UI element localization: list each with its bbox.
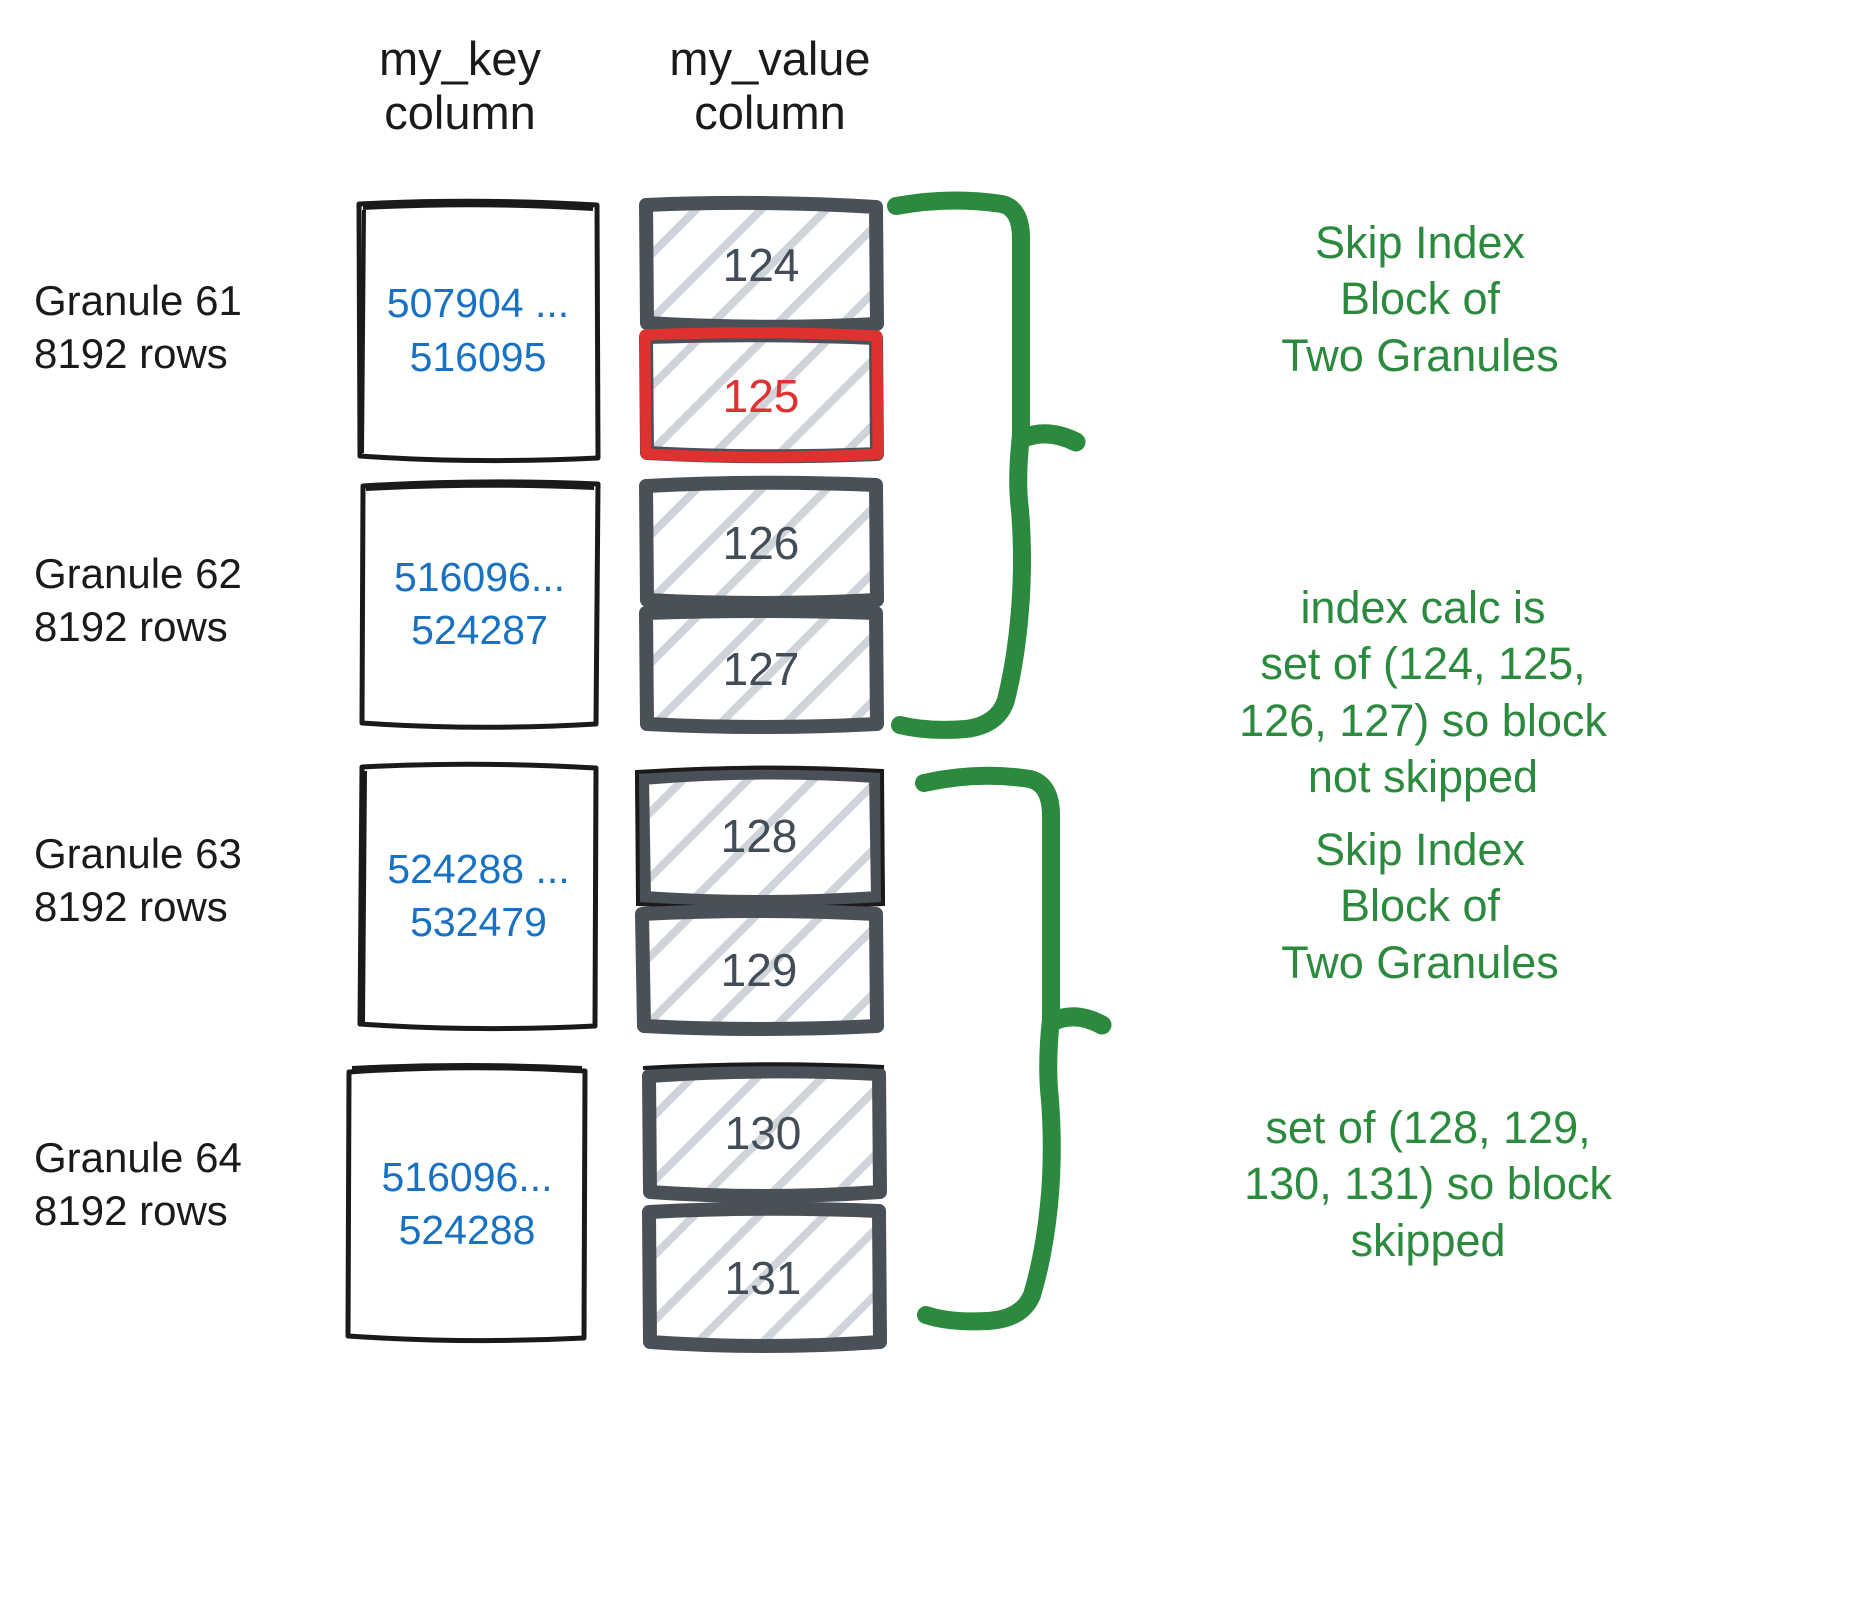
- value-text-126: 126: [722, 517, 800, 569]
- value-box-129: 129: [630, 904, 888, 1036]
- granule-label-63: Granule 63 8192 rows: [34, 830, 242, 930]
- value-box-outline-icon: [639, 604, 884, 734]
- annotation-index-calc-2: set of (128, 129, 130, 131) so block ski…: [1244, 1102, 1612, 1266]
- value-text-131: 131: [724, 1252, 802, 1304]
- granule-label-62: Granule 62 8192 rows: [34, 550, 242, 650]
- key-box-granule-61: 507904 ... 516095: [355, 198, 601, 464]
- value-box-outline-icon: [639, 475, 884, 610]
- value-box-125: 125: [637, 327, 885, 464]
- annotation-skip-index-block-1: Skip Index Block of Two Granules: [1281, 217, 1559, 381]
- value-text-129: 129: [720, 944, 798, 996]
- value-box-outline-icon: [639, 195, 884, 334]
- key-box-granule-62: 516096... 524287: [358, 478, 601, 730]
- value-box-outline-icon: [635, 904, 884, 1036]
- key-box-outline-icon: [357, 761, 599, 1032]
- value-box-outline-icon: [642, 1062, 887, 1203]
- value-box-outline-icon: [642, 1201, 887, 1353]
- key-box-granule-64: 516096... 524288: [344, 1063, 590, 1344]
- key-box-outline-icon: [356, 198, 601, 464]
- key-box-outline-icon: [359, 479, 601, 730]
- value-box-127: 127: [637, 604, 885, 734]
- value-box-131: 131: [637, 1201, 889, 1354]
- value-box-124: 124: [637, 195, 885, 334]
- granule-label-61: Granule 61 8192 rows: [34, 277, 242, 377]
- value-text-127: 127: [722, 643, 800, 695]
- value-box-outline-icon: [634, 765, 886, 910]
- column-header-my-key: my_key column: [379, 32, 541, 140]
- key-range-granule-61: 507904 ... 516095: [386, 280, 570, 380]
- skip-index-bracket-2-icon: [915, 766, 1112, 1331]
- annotation-skip-index-block-2: Skip Index Block of Two Granules: [1281, 824, 1559, 988]
- column-header-my-value: my_value column: [669, 32, 871, 140]
- value-box-130: 130: [637, 1062, 889, 1204]
- value-text-130: 130: [724, 1107, 802, 1159]
- key-box-outline-icon: [345, 1063, 588, 1344]
- value-box-126: 126: [637, 475, 885, 610]
- value-text-125: 125: [722, 370, 800, 422]
- value-text-124: 124: [722, 239, 800, 291]
- annotation-index-calc-1: index calc is set of (124, 125, 126, 127…: [1239, 582, 1607, 802]
- key-range-granule-63: 524288 ... 532479: [387, 845, 570, 945]
- key-box-granule-63: 524288 ... 532479: [356, 760, 601, 1032]
- key-range-granule-62: 516096... 524287: [394, 553, 565, 653]
- skip-index-bracket-1-icon: [887, 191, 1086, 739]
- value-text-128: 128: [720, 810, 798, 862]
- value-box-outline-highlight-icon: [639, 327, 884, 464]
- granule-label-64: Granule 64 8192 rows: [34, 1134, 242, 1234]
- value-box-128: 128: [630, 762, 888, 910]
- key-range-granule-64: 516096... 524288: [381, 1153, 553, 1253]
